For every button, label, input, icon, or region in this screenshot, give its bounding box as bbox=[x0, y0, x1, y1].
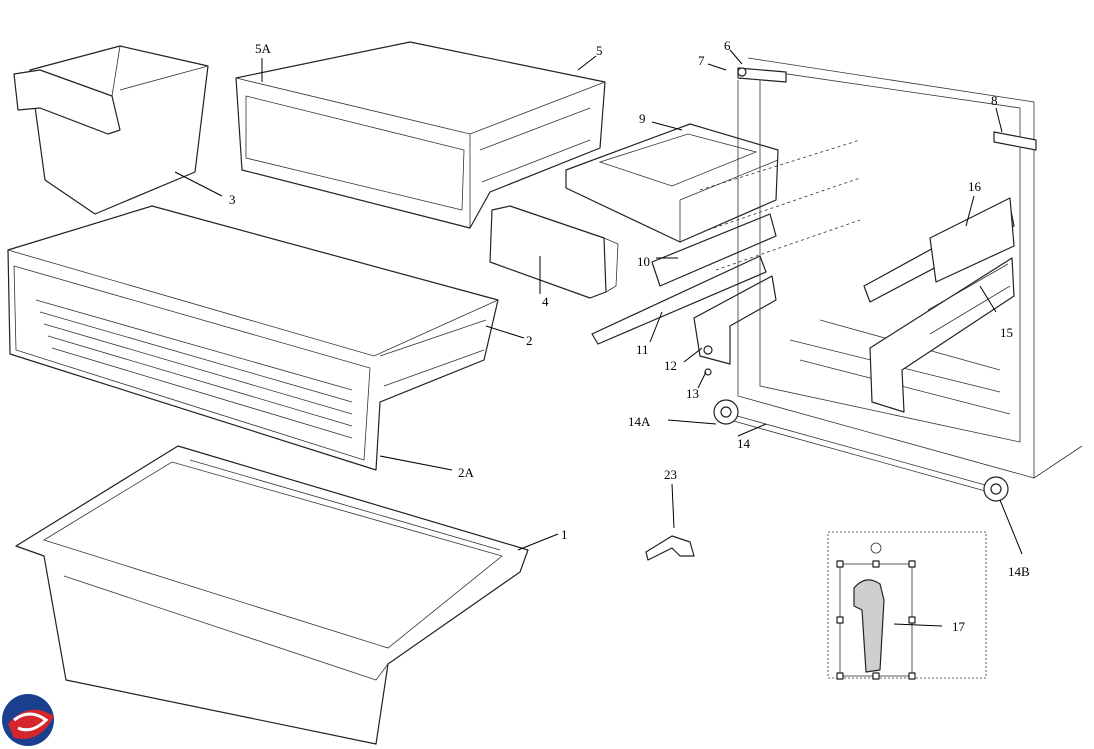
label-15: 15 bbox=[1000, 325, 1013, 340]
part-1-bottom-tray bbox=[15, 445, 529, 745]
part-9-slide-assembly bbox=[565, 123, 779, 243]
brand-logo bbox=[2, 694, 54, 746]
label-8: 8 bbox=[991, 93, 998, 108]
part-6-hinge bbox=[737, 67, 787, 83]
label-5: 5 bbox=[596, 43, 603, 58]
cabinet-frame bbox=[699, 57, 1083, 479]
label-12: 12 bbox=[664, 358, 677, 373]
label-6: 6 bbox=[724, 38, 731, 53]
label-2a: 2A bbox=[458, 465, 475, 480]
label-7: 7 bbox=[698, 53, 705, 68]
part-4-front-panel bbox=[489, 205, 619, 299]
label-14: 14 bbox=[737, 436, 751, 451]
label-1: 1 bbox=[561, 527, 568, 542]
label-23: 23 bbox=[664, 467, 677, 482]
label-17: 17 bbox=[952, 619, 966, 634]
part-10-rail bbox=[651, 213, 777, 287]
label-16: 16 bbox=[968, 179, 982, 194]
part-labels: 1 2 2A 3 4 5 5A 6 7 8 9 10 11 12 13 14 1… bbox=[229, 38, 1030, 634]
label-14a: 14A bbox=[628, 414, 651, 429]
label-14b: 14B bbox=[1008, 564, 1030, 579]
part-16-inner-rail bbox=[863, 197, 1015, 303]
part-11-rail bbox=[591, 255, 767, 345]
part-15-inner-rail bbox=[869, 257, 1015, 413]
label-10: 10 bbox=[637, 254, 650, 269]
label-9: 9 bbox=[639, 111, 646, 126]
label-4: 4 bbox=[542, 294, 549, 309]
part-8-hinge bbox=[993, 131, 1037, 151]
label-5a: 5A bbox=[255, 41, 272, 56]
label-3: 3 bbox=[229, 192, 236, 207]
leader-lines bbox=[174, 49, 1023, 627]
label-13: 13 bbox=[686, 386, 699, 401]
part-12-bracket bbox=[693, 275, 777, 376]
part-17-selection-box bbox=[827, 531, 987, 680]
part-17-handle bbox=[853, 579, 885, 673]
part-5-upper-drawer bbox=[235, 41, 606, 229]
part-3-door-bin bbox=[13, 45, 209, 215]
part-2-large-drawer bbox=[7, 205, 499, 471]
part-23-clip bbox=[645, 535, 695, 561]
part-14-rod bbox=[713, 399, 1009, 502]
label-2: 2 bbox=[526, 333, 533, 348]
label-11: 11 bbox=[636, 342, 649, 357]
